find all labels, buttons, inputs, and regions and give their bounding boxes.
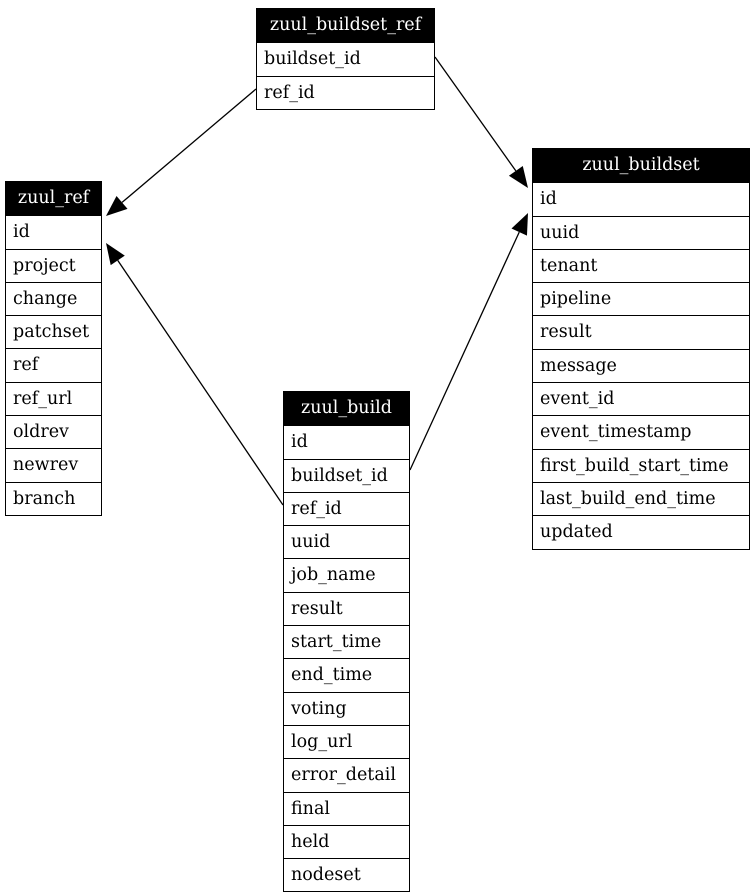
- field-zuul_buildset-event_id[interactable]: event_id: [533, 382, 749, 416]
- relationship-build-to-ref: [106, 243, 284, 506]
- relationship-line: [117, 260, 284, 506]
- entity-title-zuul_build: zuul_build: [284, 392, 409, 426]
- field-zuul_buildset-message[interactable]: message: [533, 348, 749, 383]
- field-zuul_buildset-updated[interactable]: updated: [533, 515, 749, 549]
- field-zuul_buildset-first_build_start_time[interactable]: first_build_start_time: [533, 448, 749, 482]
- field-zuul_ref-id[interactable]: id: [6, 215, 101, 249]
- field-zuul_ref-patchset[interactable]: patchset: [6, 315, 101, 349]
- field-zuul_buildset_ref-buildset_id[interactable]: buildset_id: [257, 42, 434, 76]
- relationship-buildset_ref-to-ref: [106, 88, 257, 216]
- field-zuul_buildset-id[interactable]: id: [533, 182, 749, 216]
- field-zuul_buildset-last_build_end_time[interactable]: last_build_end_time: [533, 481, 749, 516]
- field-zuul_build-log_url[interactable]: log_url: [284, 724, 409, 759]
- field-zuul_build-ref_id[interactable]: ref_id: [284, 491, 409, 526]
- field-zuul_ref-ref[interactable]: ref: [6, 348, 101, 382]
- field-zuul_build-start_time[interactable]: start_time: [284, 625, 409, 659]
- field-zuul_buildset-tenant[interactable]: tenant: [533, 248, 749, 283]
- field-zuul_ref-change[interactable]: change: [6, 281, 101, 316]
- field-zuul_build-buildset_id[interactable]: buildset_id: [284, 458, 409, 492]
- field-zuul_buildset-result[interactable]: result: [533, 315, 749, 349]
- relationship-arrowhead: [511, 213, 528, 236]
- field-zuul_build-end_time[interactable]: end_time: [284, 658, 409, 692]
- relationship-line: [121, 88, 257, 203]
- field-zuul_ref-project[interactable]: project: [6, 248, 101, 282]
- field-zuul_buildset-uuid[interactable]: uuid: [533, 215, 749, 249]
- relationship-arrowhead: [106, 243, 125, 266]
- field-zuul_build-id[interactable]: id: [284, 425, 409, 459]
- field-zuul_build-voting[interactable]: voting: [284, 691, 409, 725]
- field-zuul_ref-branch[interactable]: branch: [6, 481, 101, 515]
- field-zuul_ref-newrev[interactable]: newrev: [6, 448, 101, 482]
- relationship-arrowhead: [508, 165, 528, 188]
- field-zuul_build-held[interactable]: held: [284, 824, 409, 859]
- field-zuul_build-error_detail[interactable]: error_detail: [284, 758, 409, 792]
- field-zuul_build-uuid[interactable]: uuid: [284, 525, 409, 559]
- field-zuul_build-final[interactable]: final: [284, 791, 409, 825]
- relationship-build-to-buildset: [409, 213, 528, 471]
- field-zuul_buildset-event_timestamp[interactable]: event_timestamp: [533, 415, 749, 449]
- field-zuul_buildset_ref-ref_id[interactable]: ref_id: [257, 75, 434, 109]
- relationship-arrowhead: [106, 195, 128, 216]
- field-zuul_build-result[interactable]: result: [284, 591, 409, 626]
- relationship-line: [434, 56, 517, 172]
- field-zuul_ref-oldrev[interactable]: oldrev: [6, 415, 101, 449]
- field-zuul_buildset-pipeline[interactable]: pipeline: [533, 282, 749, 316]
- entity-title-zuul_buildset_ref: zuul_buildset_ref: [257, 9, 434, 43]
- entity-title-zuul_buildset: zuul_buildset: [533, 149, 749, 183]
- field-zuul_build-nodeset[interactable]: nodeset: [284, 858, 409, 892]
- relationship-buildset_ref-to-buildset: [434, 56, 528, 188]
- relationship-line: [409, 231, 520, 471]
- entity-title-zuul_ref: zuul_ref: [6, 182, 101, 216]
- field-zuul_build-job_name[interactable]: job_name: [284, 558, 409, 592]
- field-zuul_ref-ref_url[interactable]: ref_url: [6, 381, 101, 416]
